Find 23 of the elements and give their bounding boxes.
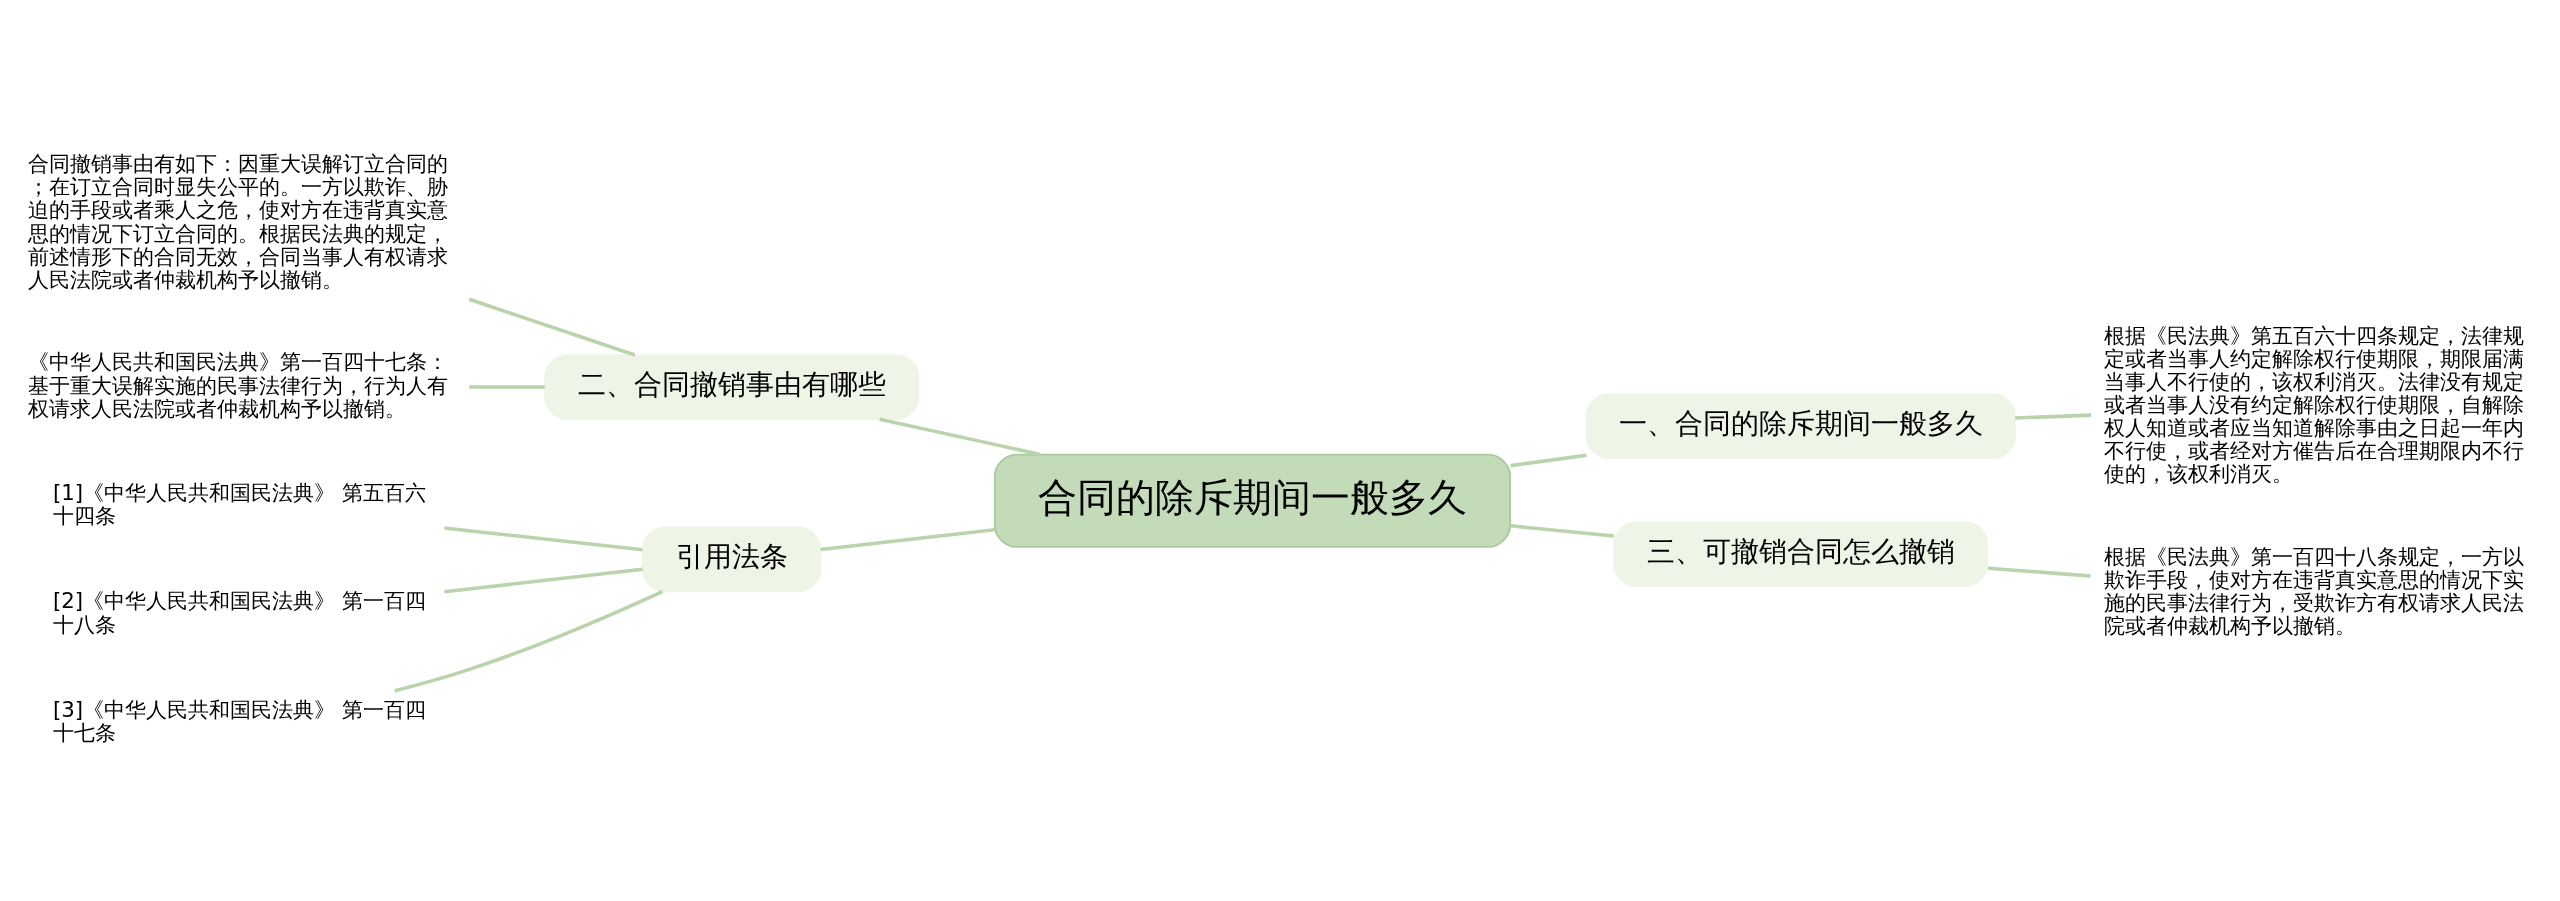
node-box: 一、合同的除斥期间一般多久 <box>1585 392 2016 459</box>
node-text: [3]《中华人民共和国民法典》 第一百四十七条 <box>52 696 426 745</box>
connector <box>468 297 636 357</box>
node-box: 二、合同撤销事由有哪些 <box>544 353 920 420</box>
connector <box>2015 412 2092 420</box>
connector <box>879 416 1041 456</box>
node-box: 三、可撤销合同怎么撤销 <box>1613 520 1989 587</box>
node-text: 根据《民法典》第一百四十八条规定，一方以欺诈手段，使对方在违背真实意思的情况下实施的民事法律行为，受欺诈方有权请求人民法院或者仲裁机构予以撤销。 <box>2103 543 2524 638</box>
node-box: 合同的除斥期间一般多久 <box>993 453 1512 548</box>
connector <box>444 525 643 552</box>
node-text: [2]《中华人民共和国民法典》 第一百四十八条 <box>52 587 426 637</box>
node-text: [1]《中华人民共和国民法典》 第五百六十四条 <box>52 479 426 528</box>
connector <box>394 589 664 692</box>
node-text: 《中华人民共和国民法典》第一百四十七条：基于重大误解实施的民事法律行为，行为人有权请求人民法院或者仲裁机构予以撤销。 <box>28 348 448 421</box>
connector <box>469 384 545 389</box>
node-box: 引用法条 <box>642 526 822 592</box>
connector <box>820 527 995 551</box>
connector <box>444 567 643 594</box>
node-text: 合同撤销事由有如下：因重大误解订立合同的；在订立合同时显失公平的。一方以欺诈、胁迫的手段或者乘人之危，使对方在违背真实意思的情况下订立合同的。根据民法典的规定，前述情形下的合同无效，合同当事人有权请求人民法院或者仲裁机构予以撤销。 <box>28 150 448 292</box>
connector <box>1987 565 2091 578</box>
connector <box>1510 523 1614 538</box>
connector <box>1510 452 1587 467</box>
node-text: 根据《民法典》第五百六十四条规定，法律规定或者当事人约定解除权行使期限，期限届满当事人不行使的，该权利消灭。法律没有规定或者当事人没有约定解除权行使期限，自解除权人知道或者应当知道解除事由之日起一年内不行使，或者经对方催告后在合理期限内不行使的，该权利消灭。 <box>2103 322 2524 486</box>
